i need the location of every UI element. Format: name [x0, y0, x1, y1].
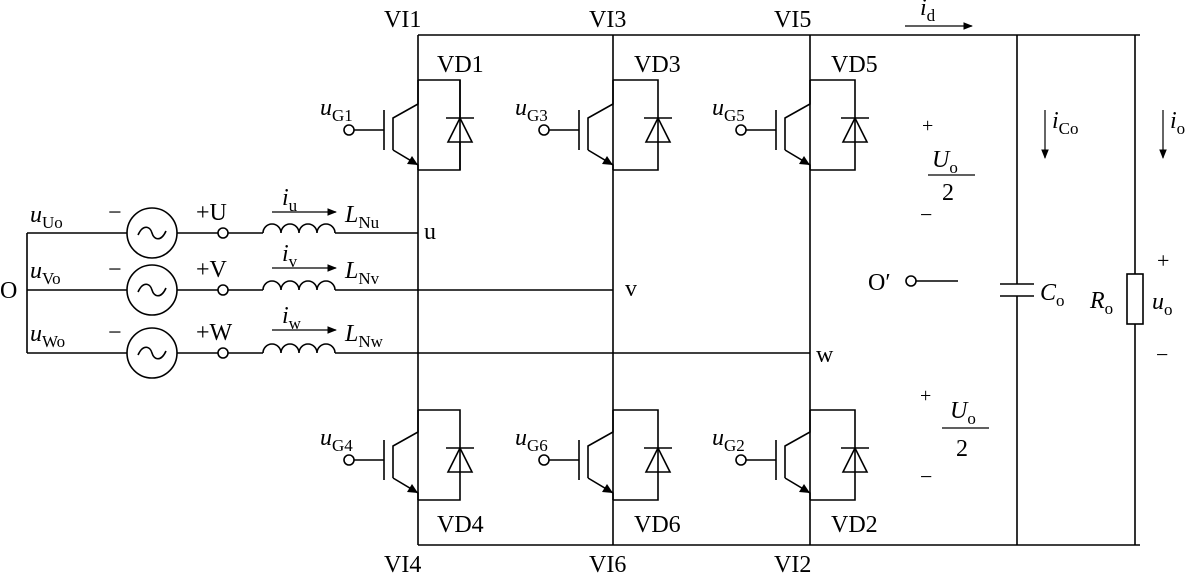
- label-vi6: VI6: [589, 552, 626, 576]
- lower-half-minus: −: [920, 464, 932, 489]
- neutral-o-label: O: [0, 278, 17, 304]
- source-v-label: uVo: [30, 258, 61, 288]
- current-iw-label: iw: [282, 303, 302, 333]
- label-vd3: VD3: [634, 52, 681, 78]
- transistor-vi5: [735, 79, 869, 171]
- id-label: id: [920, 0, 936, 25]
- output-minus: −: [1156, 342, 1168, 367]
- inductor-lnv-label: LNv: [344, 258, 380, 288]
- neutral-midpoint: [905, 275, 958, 287]
- label-vd5: VD5: [831, 52, 878, 78]
- terminal-v-label: +V: [196, 257, 228, 283]
- label-vd6: VD6: [634, 512, 681, 538]
- upper-half-denominator: 2: [942, 180, 954, 206]
- upper-half-minus: −: [920, 202, 932, 227]
- upper-half-numerator: Uo: [932, 147, 958, 177]
- upper-half-plus: +: [922, 115, 933, 137]
- current-iv-label: iv: [282, 241, 298, 271]
- lower-half-numerator: Uo: [950, 398, 976, 428]
- transistor-vi6: [538, 409, 672, 501]
- node-v-label: v: [625, 276, 637, 302]
- neutral-o-prime-label: O′: [868, 270, 891, 296]
- gate-label-g2: uG2: [712, 425, 745, 455]
- source-u-minus: −: [108, 200, 122, 226]
- gate-label-g4: uG4: [320, 425, 353, 455]
- transistor-vi2: [735, 409, 869, 501]
- current-iu-label: iu: [282, 185, 298, 215]
- terminal-w-label: +W: [196, 320, 233, 346]
- lower-half-plus: +: [920, 385, 931, 407]
- gate-label-g6: uG6: [515, 425, 548, 455]
- source-v-minus: −: [108, 257, 122, 283]
- ico-label: iCo: [1052, 108, 1079, 138]
- transistor-vi3: [538, 79, 672, 171]
- label-vd4: VD4: [437, 512, 484, 538]
- label-vi5: VI5: [774, 7, 811, 33]
- transistor-vi4: [343, 409, 474, 501]
- io-label: io: [1170, 108, 1185, 138]
- transistor-vi1: [343, 79, 474, 171]
- inductor-lnu-label: LNu: [344, 202, 380, 232]
- node-w-label: w: [816, 342, 834, 368]
- capacitor-label: Co: [1040, 280, 1065, 310]
- gate-label-g5: uG5: [712, 95, 745, 125]
- gate-label-g1: uG1: [320, 95, 353, 125]
- phase-w-line: [27, 326, 810, 379]
- lower-half-denominator: 2: [956, 436, 968, 462]
- label-vi3: VI3: [589, 7, 626, 33]
- source-w-label: uWo: [30, 321, 65, 351]
- resistor-label: Ro: [1089, 288, 1113, 318]
- gate-label-g3: uG3: [515, 95, 548, 125]
- label-vi2: VI2: [774, 552, 811, 576]
- label-vi4: VI4: [384, 552, 421, 576]
- output-plus: +: [1157, 248, 1169, 273]
- node-u-label: u: [424, 219, 436, 245]
- source-u-label: uUo: [30, 202, 63, 232]
- resistor-ro: [1126, 35, 1144, 545]
- label-vd1: VD1: [437, 52, 484, 78]
- output-voltage-label: uo: [1152, 289, 1173, 319]
- phase-u-line: [27, 207, 418, 259]
- inductor-lnw-label: LNw: [344, 321, 384, 351]
- capacitor-co: [1000, 35, 1034, 545]
- phase-v-line: [27, 264, 613, 316]
- label-vd2: VD2: [831, 512, 878, 538]
- label-vi1: VI1: [384, 7, 421, 33]
- terminal-u-label: +U: [196, 200, 227, 226]
- source-w-minus: −: [108, 320, 122, 346]
